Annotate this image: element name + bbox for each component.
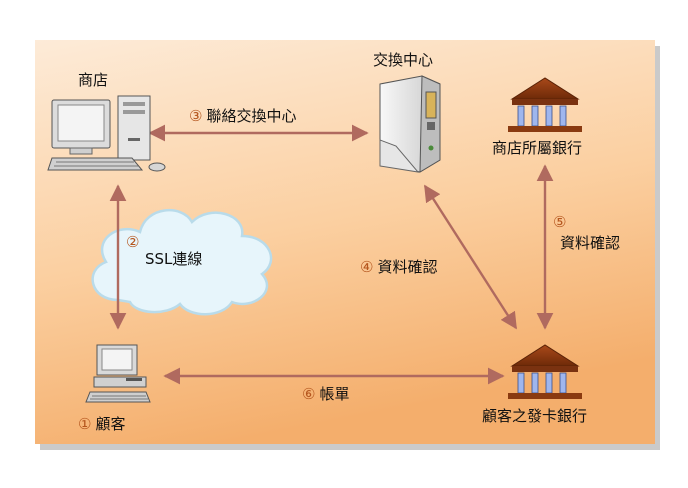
exchange-label: 交換中心 bbox=[373, 51, 434, 69]
edge-6-marker: ⑥ bbox=[302, 385, 316, 403]
exchange-server-icon bbox=[379, 75, 441, 173]
store-label: 商店 bbox=[78, 71, 109, 89]
customer-text: 顧客 bbox=[95, 415, 126, 433]
edge-5-text: 資料確認 bbox=[560, 234, 621, 252]
edge-2-marker: ② bbox=[126, 233, 140, 251]
edge-2-label: ② bbox=[126, 233, 143, 251]
edge-5-marker: ⑤ bbox=[553, 213, 567, 231]
store-bank-icon bbox=[508, 77, 582, 132]
store-computer-icon bbox=[47, 95, 166, 172]
edge-3-text: 聯絡交換中心 bbox=[206, 107, 297, 125]
customer-marker: ① bbox=[78, 415, 92, 433]
edge-4-marker: ④ bbox=[360, 258, 374, 276]
edge-5-marker-wrap: ⑤ bbox=[553, 213, 570, 231]
arrow-exchange-issuing-bank bbox=[423, 184, 518, 330]
cloud-label: SSL連線 bbox=[145, 250, 203, 268]
edge-3-marker: ③ bbox=[189, 107, 203, 125]
ssl-cloud bbox=[91, 209, 273, 316]
issuing-bank-icon bbox=[508, 344, 582, 399]
edge-4-text: 資料確認 bbox=[377, 258, 438, 276]
issuing-bank-label: 顧客之發卡銀行 bbox=[482, 407, 588, 425]
store-bank-label: 商店所屬銀行 bbox=[492, 139, 583, 157]
customer-computer-icon bbox=[85, 344, 151, 403]
edge-6-text: 帳單 bbox=[319, 385, 350, 403]
